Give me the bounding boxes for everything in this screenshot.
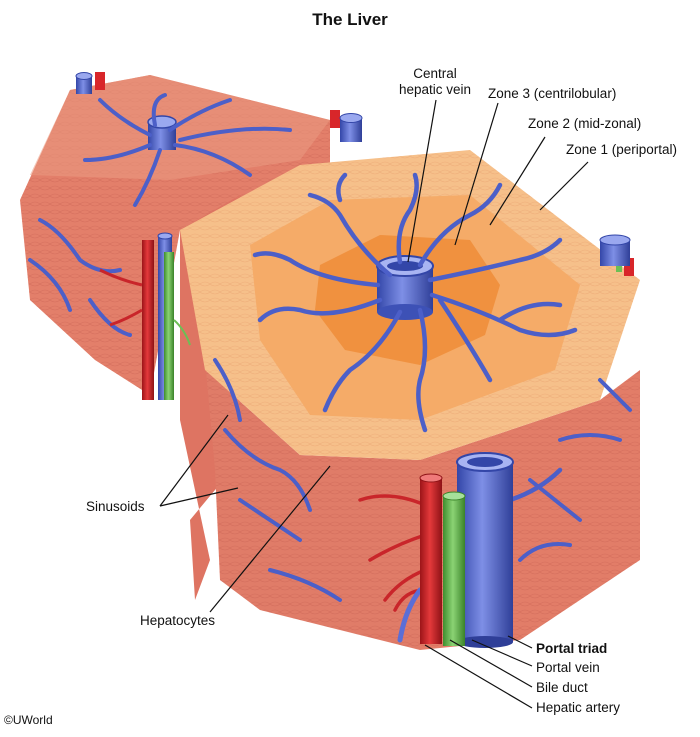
back-central-vein xyxy=(147,115,177,150)
sinusoids-label: Sinusoids xyxy=(86,499,145,514)
portal-vein-tube xyxy=(457,462,513,642)
hepatic-artery-tube xyxy=(420,478,442,644)
zone1-label: Zone 1 (periportal) xyxy=(566,142,678,157)
side-sinusoids xyxy=(213,358,632,602)
front-central-vein xyxy=(376,255,434,320)
central-vein-label-line2: hepatic vein xyxy=(398,82,472,97)
copyright-text: ©UWorld xyxy=(4,713,53,727)
back-corner-triad-right xyxy=(330,110,363,142)
front-lobule xyxy=(99,150,640,650)
bile-duct-tube xyxy=(443,496,465,646)
portal-triad-label: Portal triad xyxy=(536,641,608,656)
zone3-label: Zone 3 (centrilobular) xyxy=(488,86,617,101)
right-corner-triad xyxy=(599,234,634,276)
back-lobule xyxy=(20,72,363,395)
portal-vein-label: Portal vein xyxy=(536,660,600,675)
leader-lines xyxy=(159,99,589,709)
back-corner-triad-top xyxy=(75,72,105,94)
back-sinusoids xyxy=(28,93,292,337)
central-vein-label: Central hepatic vein xyxy=(390,66,480,98)
diagram-title: The Liver xyxy=(312,10,388,29)
hepatocytes-label: Hepatocytes xyxy=(140,613,216,628)
bile-duct-label: Bile duct xyxy=(536,680,588,695)
left-edge-triad xyxy=(99,232,191,400)
hepatic-artery-label: Hepatic artery xyxy=(536,700,621,715)
zone2-label: Zone 2 (mid-zonal) xyxy=(528,116,642,131)
portal-triad-illustration xyxy=(358,452,563,648)
central-vein-label-line1: Central xyxy=(413,66,457,81)
front-sinusoids xyxy=(252,172,578,433)
